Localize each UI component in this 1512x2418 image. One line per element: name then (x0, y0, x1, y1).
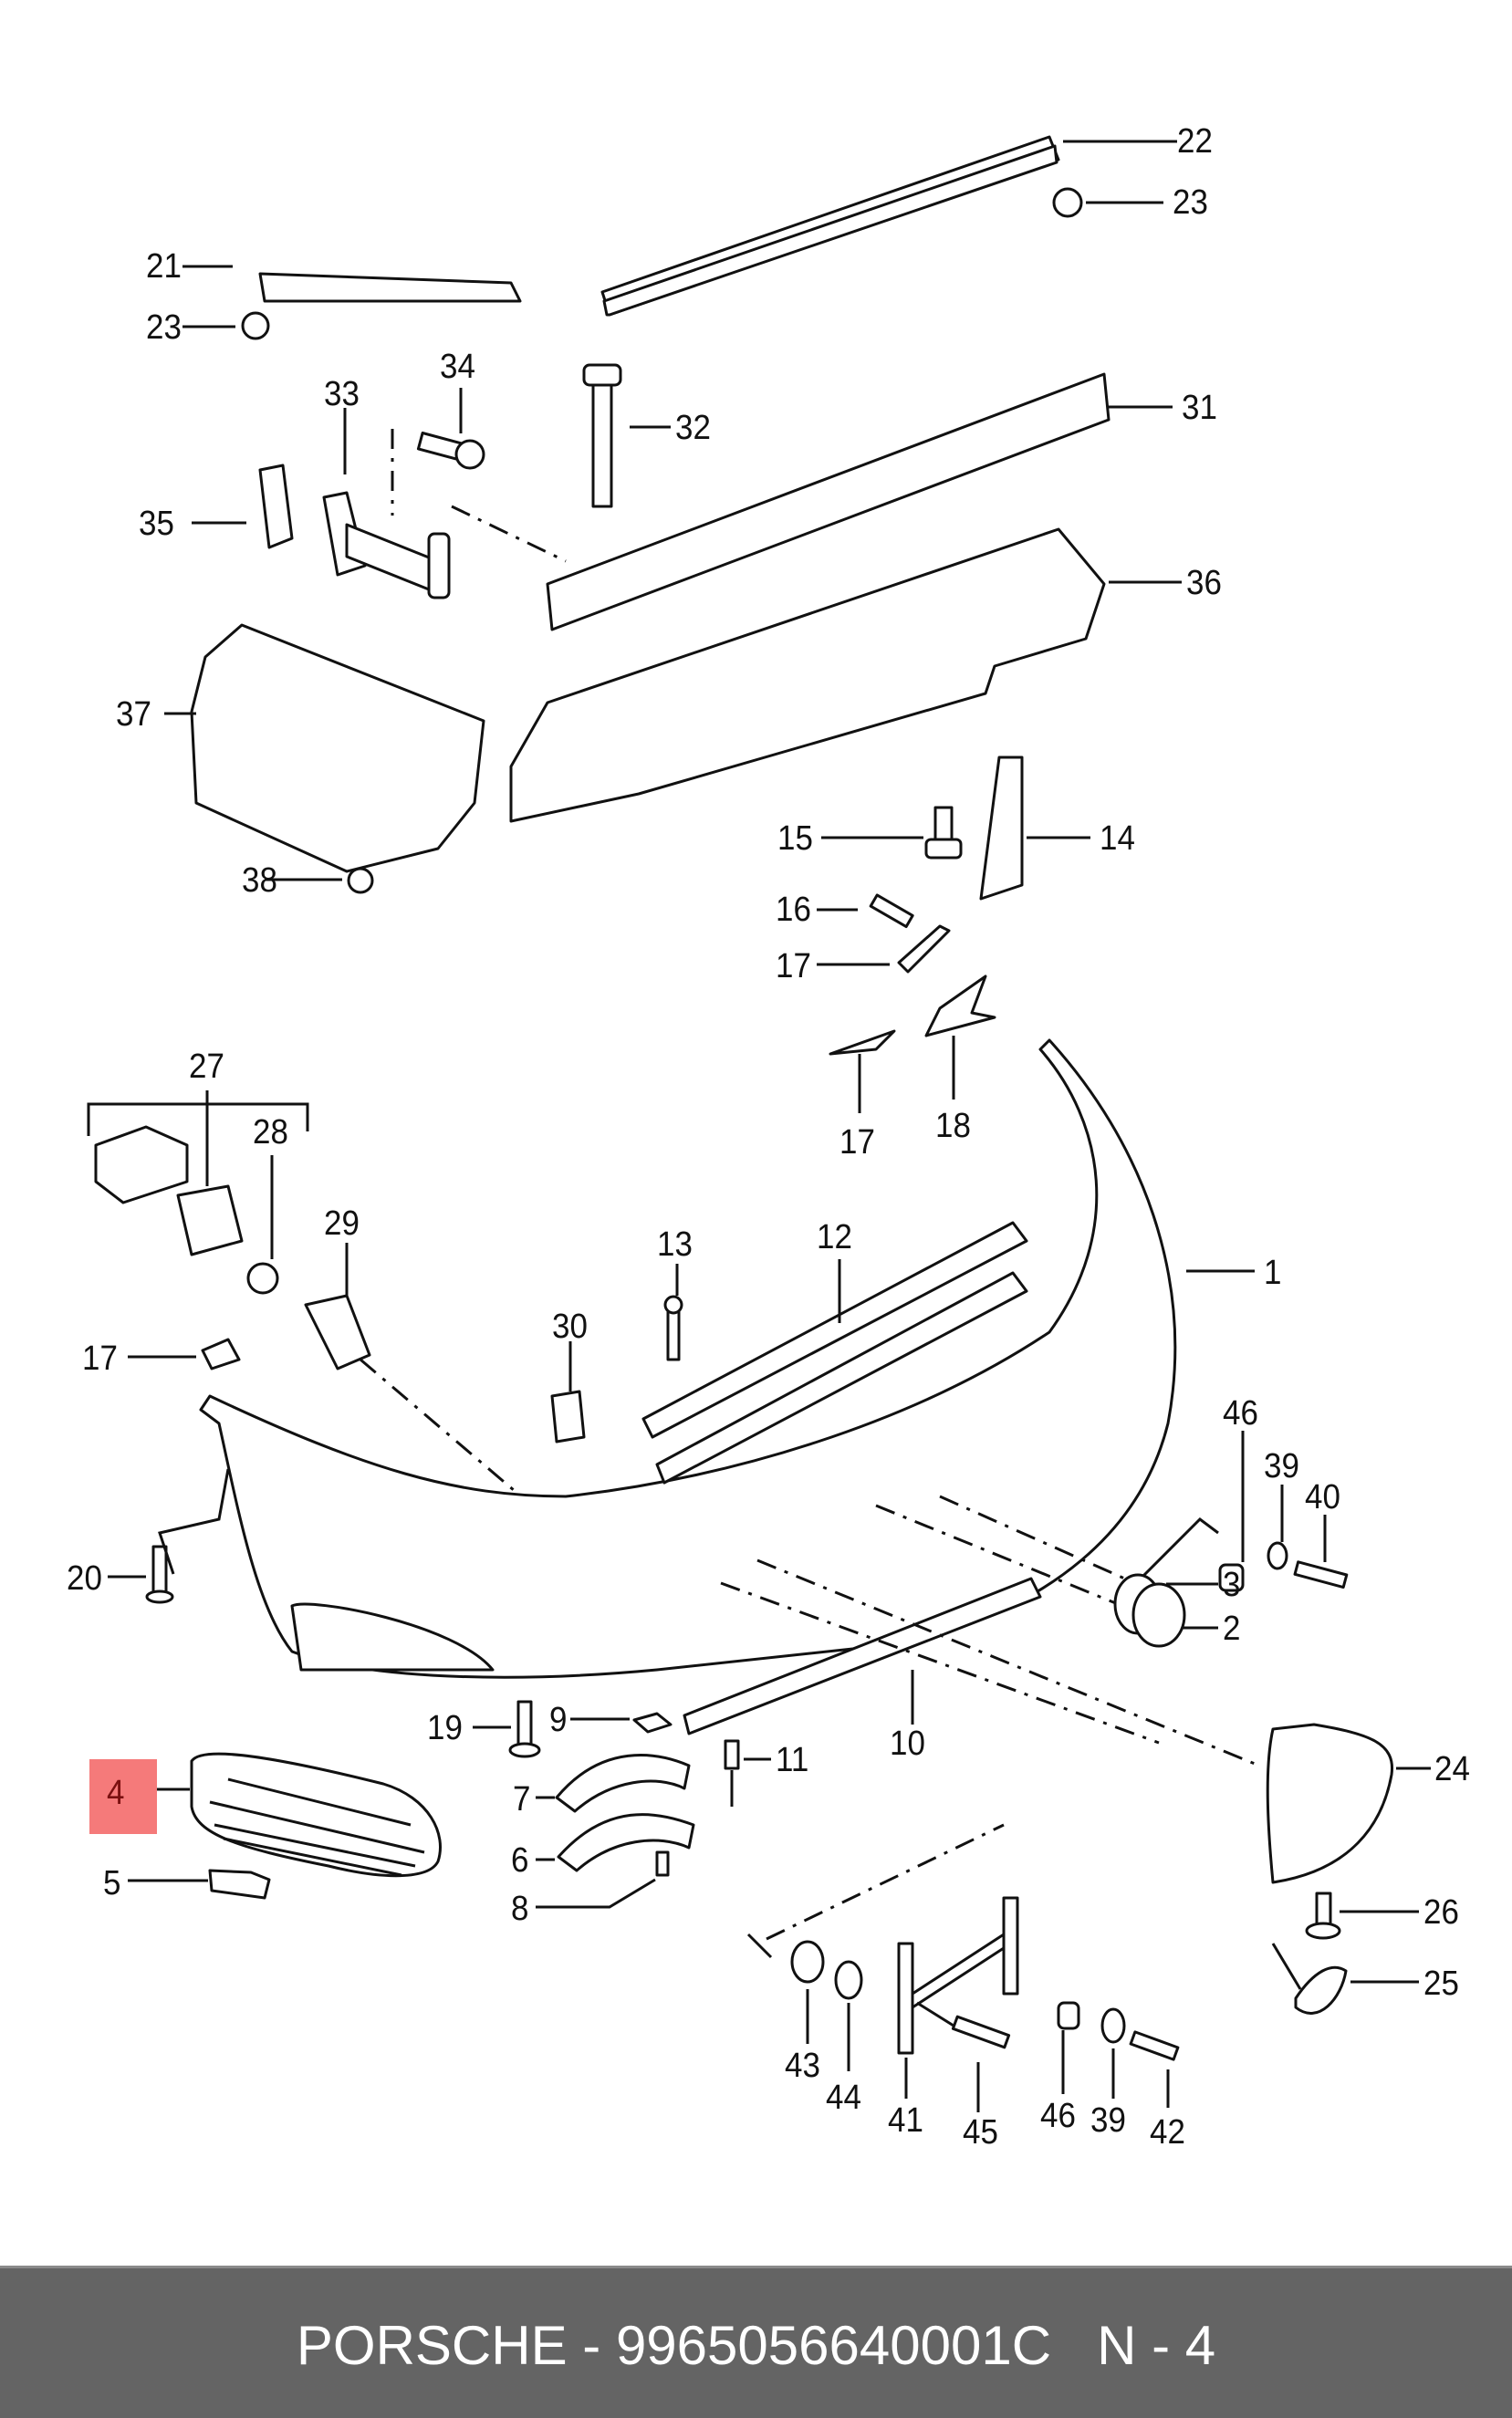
part-25-clip (1294, 1965, 1348, 2015)
part-29-sensor (304, 1294, 371, 1371)
callout-7[interactable]: 7 (513, 1780, 531, 1819)
part-41-bracket (897, 1942, 914, 2055)
part-21-bracket (258, 272, 522, 303)
callout-27[interactable]: 27 (189, 1047, 224, 1086)
callout-38[interactable]: 38 (242, 861, 277, 900)
part-2-cap (1131, 1582, 1186, 1648)
callout-31[interactable]: 31 (1182, 389, 1217, 427)
callout-35[interactable]: 35 (139, 505, 174, 543)
parts-diagram: 22 23 21 23 34 33 32 31 35 36 37 38 15 1… (67, 122, 1470, 2152)
callout-10[interactable]: 10 (890, 1725, 925, 1763)
callout-18[interactable]: 18 (935, 1107, 971, 1145)
callout-32[interactable]: 32 (675, 409, 711, 447)
part-46-grommet (1218, 1563, 1245, 1592)
callout-23[interactable]: 23 (146, 308, 182, 347)
part-28-ring (246, 1262, 279, 1295)
callout-15[interactable]: 15 (777, 819, 813, 858)
callout-46[interactable]: 46 (1223, 1394, 1258, 1433)
callout-20[interactable]: 20 (67, 1559, 102, 1598)
callout-39[interactable]: 39 (1090, 2101, 1126, 2140)
part-23-nut (1052, 187, 1083, 218)
callout-39[interactable]: 39 (1264, 1447, 1299, 1485)
part-22-rail (600, 135, 1177, 317)
callout-4-highlighted[interactable]: 4 (107, 1774, 125, 1812)
part-36-panel (509, 527, 1106, 823)
callout-46[interactable]: 46 (1040, 2097, 1076, 2135)
footer-caption: PORSCHE - 9965056640001C N - 4 (0, 2314, 1512, 2377)
callout-37[interactable]: 37 (116, 695, 151, 734)
callout-5[interactable]: 5 (103, 1864, 121, 1902)
callout-1[interactable]: 1 (1264, 1254, 1282, 1292)
part-31-crossmember (546, 372, 1111, 631)
callout-44[interactable]: 44 (826, 2079, 861, 2117)
callout-2[interactable]: 2 (1223, 1610, 1241, 1648)
callout-45[interactable]: 45 (963, 2113, 998, 2152)
callout-28[interactable]: 28 (253, 1113, 288, 1152)
callout-26[interactable]: 26 (1423, 1893, 1459, 1932)
part-32-bolt (591, 377, 613, 508)
part-12-strip (641, 1221, 1028, 1439)
callout-24[interactable]: 24 (1434, 1750, 1470, 1788)
callout-22[interactable]: 22 (1177, 122, 1213, 161)
part-44-washer (834, 1960, 863, 2000)
brand-name: PORSCHE (296, 2315, 568, 2376)
callout-36[interactable]: 36 (1186, 564, 1222, 602)
callout-17[interactable]: 17 (82, 1339, 118, 1378)
callout-21[interactable]: 21 (146, 247, 182, 286)
callout-30[interactable]: 30 (552, 1308, 588, 1346)
part-24-endcap (1266, 1723, 1394, 1884)
callout-3[interactable]: 3 (1223, 1566, 1241, 1604)
callout-13[interactable]: 13 (657, 1225, 693, 1264)
part-6-bracket (557, 1813, 695, 1872)
diagram-drawing (87, 135, 1431, 2112)
callout-23[interactable]: 23 (1173, 183, 1208, 222)
part-number: 9965056640001C (615, 2315, 1052, 2376)
callout-19[interactable]: 19 (427, 1709, 463, 1747)
callout-14[interactable]: 14 (1100, 819, 1135, 858)
callout-9[interactable]: 9 (549, 1701, 568, 1739)
callout-12[interactable]: 12 (817, 1218, 852, 1256)
footer-bar: PORSCHE - 9965056640001C N - 4 (0, 2266, 1512, 2418)
part-43-washer (790, 1940, 825, 1984)
callout-16[interactable]: 16 (776, 891, 811, 929)
part-1-bumper (199, 1038, 1177, 1679)
callout-11[interactable]: 11 (776, 1741, 809, 1779)
callout-41[interactable]: 41 (888, 2101, 923, 2140)
part-7-bracket (555, 1754, 691, 1813)
part-4-grille (190, 1752, 442, 1878)
part-37-cover (190, 623, 485, 873)
callout-29[interactable]: 29 (324, 1204, 360, 1243)
callout-42[interactable]: 42 (1150, 2113, 1185, 2152)
callout-17[interactable]: 17 (839, 1123, 875, 1162)
part-14-bracket (979, 756, 1024, 901)
highlight-part-4 (89, 1759, 157, 1834)
callout-33[interactable]: 33 (324, 375, 360, 413)
callout-25[interactable]: 25 (1423, 1965, 1459, 2003)
callout-6[interactable]: 6 (511, 1841, 529, 1880)
callout-8[interactable]: 8 (511, 1890, 529, 1928)
part-27-sensor (176, 1184, 244, 1256)
part-30-clip (550, 1390, 586, 1444)
callout-34[interactable]: 34 (440, 348, 475, 386)
part-27-housing (94, 1125, 189, 1204)
callout-40[interactable]: 40 (1305, 1478, 1340, 1516)
position-label: N - 4 (1097, 2315, 1216, 2376)
bumper-vent-opening (290, 1602, 495, 1672)
callout-43[interactable]: 43 (785, 2047, 820, 2085)
part-5-clip (208, 1869, 271, 1900)
part-35-plate (258, 464, 294, 549)
callout-17[interactable]: 17 (776, 947, 811, 985)
separator: - (567, 2315, 616, 2376)
